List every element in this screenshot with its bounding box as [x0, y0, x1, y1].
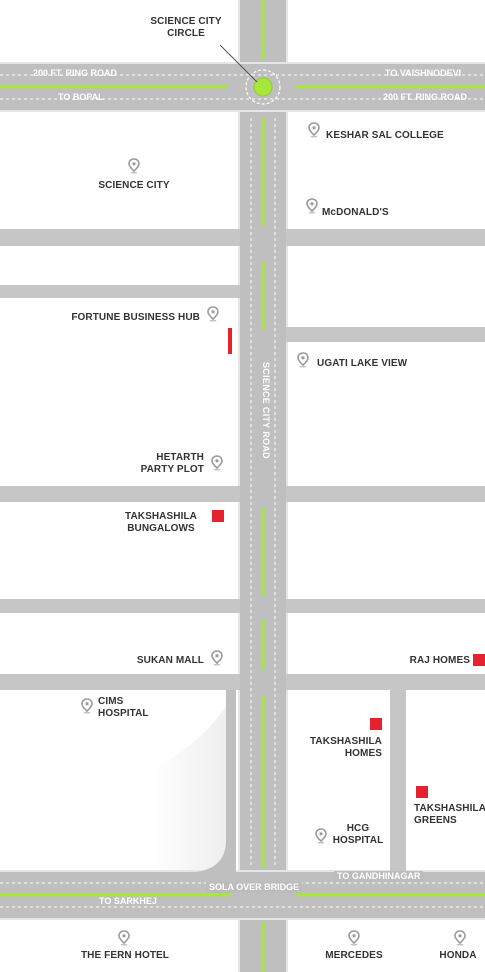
street-right-2 — [286, 327, 485, 342]
science-city-circle-label: SCIENCE CITY CIRCLE — [150, 16, 222, 39]
map-pin-icon — [307, 122, 321, 138]
street-right-5 — [286, 674, 485, 690]
keshar-sal-college-label: KESHAR SAL COLLEGE — [326, 130, 444, 141]
street-right-1 — [286, 229, 485, 246]
street-left-4 — [0, 599, 240, 613]
street-left-3 — [0, 486, 240, 502]
sola-over-bridge-label: SOLA OVER BRIDGE — [206, 882, 303, 893]
map-pin-icon — [80, 698, 94, 714]
honda-label: HONDA — [439, 950, 477, 961]
mercedes-label: MERCEDES — [325, 950, 383, 961]
curve-shade — [150, 690, 236, 870]
takshashila-homes-label: TAKSHASHILA HOMES — [309, 736, 382, 759]
bridge-slip-road — [190, 690, 236, 880]
map-pin-icon — [347, 930, 361, 946]
raj-homes-label: RAJ HOMES — [409, 655, 470, 666]
map-pin-icon — [453, 930, 467, 946]
map-pin-icon — [296, 352, 310, 368]
cims-hospital-label: CIMS HOSPITAL — [98, 696, 149, 719]
vertical-median — [261, 0, 265, 972]
street-left-1 — [0, 229, 240, 246]
street-right-3 — [286, 486, 485, 502]
mcdonalds-label: McDONALD'S — [322, 207, 389, 218]
takshashila-bungalows-label: TAKSHASHILA BUNGALOWS — [124, 511, 198, 534]
hcg-hospital-label: HCG HOSPITAL — [332, 823, 384, 846]
street-right-vertical — [390, 690, 406, 872]
map-pin-icon — [210, 455, 224, 471]
map-pin-icon — [210, 650, 224, 666]
red-bar-marker — [228, 328, 232, 354]
ugati-lake-view-label: UGATI LAKE VIEW — [317, 358, 408, 369]
roundabout-icon — [245, 69, 281, 105]
ring-road-right-label: 200 FT. RING ROAD — [383, 92, 468, 102]
map-pin-icon — [127, 158, 141, 174]
circle-leader-line — [219, 44, 258, 83]
red-square-marker — [416, 786, 428, 798]
to-gandhinagar-label: TO GANDHINAGAR — [334, 871, 424, 882]
science-city-road-label: SCIENCE CITY ROAD — [261, 362, 271, 459]
ring-road-left-label: 200 FT. RING ROAD — [33, 68, 118, 78]
street-left-2 — [0, 285, 240, 298]
street-left-5 — [0, 674, 240, 690]
red-square-marker — [212, 510, 224, 522]
map-pin-icon — [206, 306, 220, 322]
sukan-mall-label: SUKAN MALL — [136, 655, 204, 666]
map-pin-icon — [305, 198, 319, 214]
red-square-marker — [473, 654, 485, 666]
to-bopal-label: TO BOPAL — [58, 92, 104, 102]
street-right-4 — [286, 599, 485, 613]
takshashila-greens-label: TAKSHASHILA GREENS — [414, 803, 485, 826]
map-pin-icon — [117, 930, 131, 946]
map-pin-icon — [314, 828, 328, 844]
hetarth-party-plot-label: HETARTH PARTY PLOT — [140, 452, 204, 475]
fortune-business-hub-label: FORTUNE BUSINESS HUB — [71, 312, 200, 323]
red-square-marker — [370, 718, 382, 730]
to-sarkhej-label: TO SARKHEJ — [99, 896, 157, 906]
the-fern-hotel-label: THE FERN HOTEL — [80, 950, 170, 961]
science-city-label: SCIENCE CITY — [98, 180, 170, 191]
to-vaishnodevi-label: TO VAISHNODEVI — [385, 68, 462, 78]
